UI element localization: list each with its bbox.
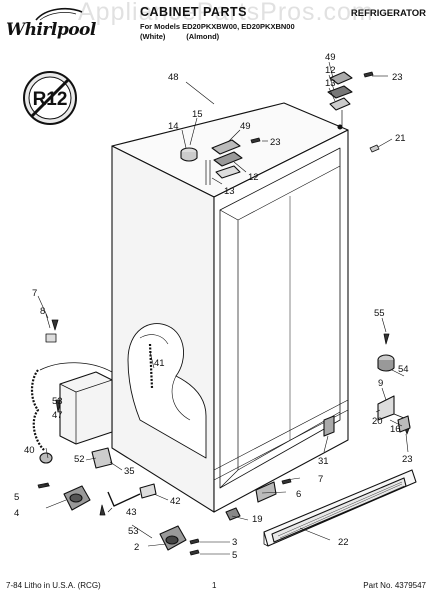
callout-5: 5 [232, 550, 237, 561]
category-label: REFRIGERATOR [350, 8, 426, 19]
model-color-line: (White) (Almond) [140, 32, 220, 41]
part-number: Part No. 4379547 [363, 581, 426, 590]
leveling-leg-assembly [63, 483, 157, 511]
page-header: AppliancePartsPros.com Whirlpool CABINET… [0, 0, 432, 62]
leader-lines [37, 61, 409, 555]
litho-note: 7-84 Litho in U.S.A. (RCG) [6, 581, 101, 590]
callout-35: 35 [124, 466, 135, 477]
callout-2: 2 [134, 542, 139, 553]
callout-13: 13 [224, 186, 235, 197]
callout-53: 53 [52, 396, 63, 407]
whirlpool-logo: Whirlpool [6, 6, 96, 42]
callout-7: 7 [32, 288, 37, 299]
callout-41: 41 [154, 358, 165, 369]
callout-42: 42 [170, 496, 181, 507]
callout-5: 5 [14, 492, 19, 503]
callout-13: 13 [325, 78, 336, 89]
callout-8: 8 [40, 306, 45, 317]
callout-12: 12 [248, 172, 259, 183]
callout-20: 20 [372, 416, 383, 427]
page-footer: 7-84 Litho in U.S.A. (RCG) 1 Part No. 43… [0, 577, 432, 599]
model-list: For Models ED20PKXBW00, ED20PKXBN00 (Whi… [140, 22, 295, 42]
callout-21: 21 [395, 133, 406, 144]
callout-12: 12 [325, 65, 336, 76]
relay-box-assembly [30, 362, 113, 469]
page-title: CABINET PARTS [140, 5, 247, 19]
brand-name: Whirlpool [6, 20, 96, 40]
callout-47: 47 [52, 410, 63, 421]
callout-15: 15 [192, 109, 203, 120]
callout-40: 40 [24, 445, 35, 456]
callout-52: 52 [74, 454, 85, 465]
callout-7: 7 [318, 474, 323, 485]
callout-3: 3 [232, 537, 237, 548]
callout-23: 23 [270, 137, 281, 148]
top-hinge-assembly [180, 139, 243, 185]
callout-9: 9 [378, 378, 383, 389]
callout-23: 23 [392, 72, 403, 83]
callout-16: 16 [390, 424, 401, 435]
top-right-hinge [327, 71, 353, 130]
callout-49: 49 [240, 121, 251, 132]
callout-49: 49 [325, 52, 336, 63]
right-bracket-parts [225, 354, 411, 521]
cabinet-inner-opening [219, 147, 341, 489]
callout-4: 4 [14, 508, 19, 519]
callout-labels: 48 49 12 13 23 15 14 49 23 21 12 13 7 8 … [14, 52, 413, 561]
callout-55: 55 [374, 308, 385, 319]
callout-53: 53 [128, 526, 139, 537]
roller-assembly [159, 525, 187, 551]
callout-6: 6 [296, 489, 301, 500]
callout-54: 54 [398, 364, 409, 375]
logo-swirl-icon [35, 7, 83, 21]
toe-grille [263, 469, 417, 547]
r12-badge: R12 [23, 71, 77, 125]
callout-23: 23 [402, 454, 413, 465]
callout-22: 22 [338, 537, 349, 548]
callout-31: 31 [318, 456, 329, 467]
callout-48: 48 [168, 72, 179, 83]
callout-43: 43 [126, 507, 137, 518]
callout-19: 19 [252, 514, 263, 525]
page-number: 1 [212, 581, 217, 590]
model-line: For Models ED20PKXBW00, ED20PKXBN00 [140, 22, 295, 31]
watermark: AppliancePartsPros.com [78, 0, 374, 26]
callout-14: 14 [168, 121, 179, 132]
